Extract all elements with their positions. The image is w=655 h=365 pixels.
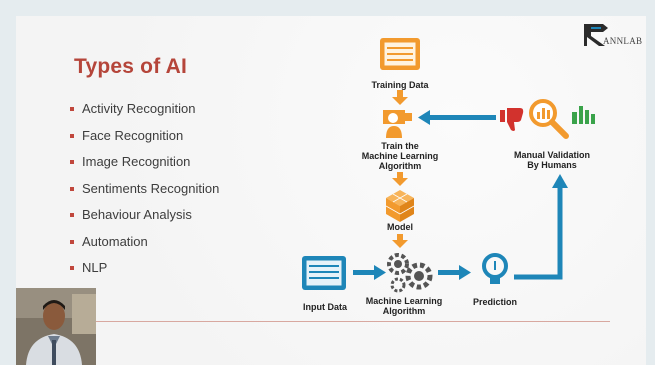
arrow-right-icon <box>438 265 471 280</box>
input-data-label: Input Data <box>303 302 347 312</box>
bullet-text: Activity Recognition <box>82 101 196 116</box>
bullet-text: Behaviour Analysis <box>82 207 192 222</box>
bullet-item: NLP <box>70 259 219 286</box>
bullet-item: Behaviour Analysis <box>70 206 219 233</box>
bullet-item: Face Recognition <box>70 127 219 154</box>
bullet-marker <box>70 239 74 244</box>
arrow-right-icon <box>353 265 386 280</box>
logo-mark-icon <box>584 24 608 46</box>
bullet-item: Image Recognition <box>70 153 219 180</box>
presentation-slide <box>16 16 646 365</box>
training-data-label: Training Data <box>371 80 429 90</box>
presenter-icon <box>16 288 96 365</box>
logo-text: ANNLAB <box>603 36 643 46</box>
brand-logo: ANNLAB <box>581 22 645 50</box>
model-cube-icon <box>385 190 415 222</box>
thumbs-up-icon <box>572 106 595 124</box>
arrow-down-icon <box>392 90 408 105</box>
bullet-item: Activity Recognition <box>70 100 219 127</box>
prediction-label: Prediction <box>472 297 517 307</box>
manual-validation-label: Manual Validation By Humans <box>504 150 600 170</box>
input-data-icon <box>302 256 346 290</box>
bullet-item: Automation <box>70 233 219 260</box>
bullet-marker <box>70 213 74 217</box>
presenter-webcam <box>16 288 96 365</box>
bullet-text: Sentiments Recognition <box>82 180 220 196</box>
bullet-text: Image Recognition <box>82 154 191 169</box>
label-line: Algorithm <box>382 306 426 316</box>
label-line: Algorithm <box>378 161 422 171</box>
arrow-left-icon <box>418 110 496 125</box>
label-line: Machine Learning <box>365 296 443 306</box>
slide-title: Types of AI <box>74 55 188 78</box>
bullet-marker <box>70 107 74 111</box>
bullet-text: Face Recognition <box>82 127 184 143</box>
arrow-down-icon <box>392 234 408 248</box>
label-line: By Humans <box>527 160 577 170</box>
bullet-item: Sentiments Recognition <box>70 180 219 207</box>
trainer-icon <box>383 110 412 138</box>
bullet-list: Activity Recognition Face Recognition Im… <box>70 100 219 286</box>
model-label: Model <box>387 222 413 232</box>
magnifier-chart-icon <box>529 99 569 139</box>
slide-divider <box>90 321 610 322</box>
label-line: Machine Learning <box>361 151 439 161</box>
train-algorithm-label: Train the Machine Learning Algorithm <box>352 141 448 171</box>
ml-algorithm-label: Machine Learning Algorithm <box>360 296 448 316</box>
label-line: Train the <box>381 141 419 151</box>
bullet-text: NLP <box>82 260 108 275</box>
arrow-down-icon <box>392 172 408 186</box>
gears-icon <box>387 253 433 293</box>
bullet-text: Automation <box>82 233 148 249</box>
arrow-up-icon <box>514 174 568 280</box>
bullet-marker <box>70 133 74 138</box>
bullet-marker <box>70 186 74 191</box>
lightbulb-icon <box>482 253 508 284</box>
bullet-marker <box>70 160 74 164</box>
bullet-marker <box>70 266 74 270</box>
thumbs-down-icon <box>500 108 524 131</box>
training-data-icon <box>380 38 420 70</box>
label-line: Manual Validation <box>513 150 590 160</box>
